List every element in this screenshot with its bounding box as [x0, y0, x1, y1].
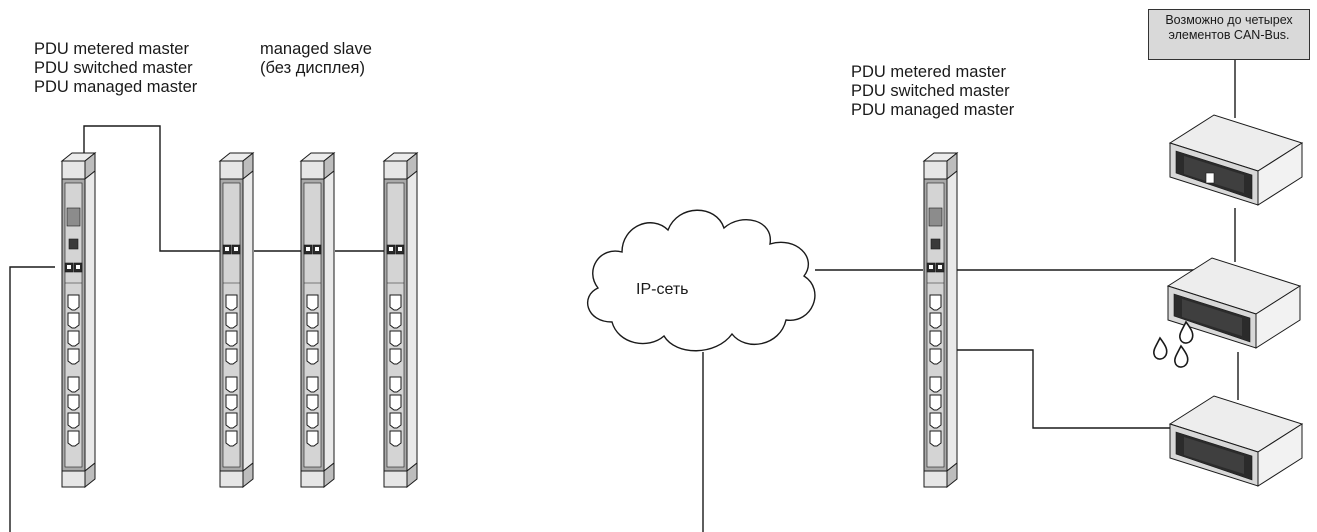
left-master-label-line: PDU managed master: [34, 78, 198, 96]
right-master-label-line: PDU metered master: [851, 63, 1006, 81]
pdu-strip-icon: [383, 152, 418, 488]
sensor-unit-icon: [1169, 114, 1303, 206]
slave-label-line: managed slave: [260, 40, 372, 58]
left-master-label: PDU metered master PDU switched master P…: [34, 40, 197, 97]
left-master-label-line: PDU switched master: [34, 59, 193, 77]
connection-lines: [9, 60, 1239, 532]
master-to-sensors-lower-line: [956, 349, 1170, 429]
network-label: IP-сеть: [636, 281, 689, 298]
pdu-strip-icon: [923, 152, 958, 488]
left-master-to-network-line: [9, 266, 55, 532]
left-master-label-line: PDU metered master: [34, 40, 189, 58]
right-master-label-line: PDU managed master: [851, 101, 1015, 119]
can-bus-note-line: элементов CAN-Bus.: [1168, 28, 1290, 42]
can-bus-note-line: Возможно до четырех: [1165, 13, 1293, 27]
can-bus-note: Возможно до четырех элементов CAN-Bus.: [1148, 9, 1310, 60]
right-master-label-line: PDU switched master: [851, 82, 1010, 100]
water-drops-icon: [1153, 320, 1194, 368]
slave-label-line: (без дисплея): [260, 59, 365, 77]
pdu-strip-icon: [219, 152, 254, 488]
cloud-icon: [587, 209, 816, 352]
pdu-strip-icon: [61, 152, 96, 488]
slave-label: managed slave (без дисплея): [260, 40, 372, 78]
sensor-unit-icon: [1169, 395, 1303, 487]
right-master-label: PDU metered master PDU switched master P…: [851, 63, 1014, 120]
pdu-strip-icon: [300, 152, 335, 488]
master-to-slave-line: [83, 125, 221, 252]
